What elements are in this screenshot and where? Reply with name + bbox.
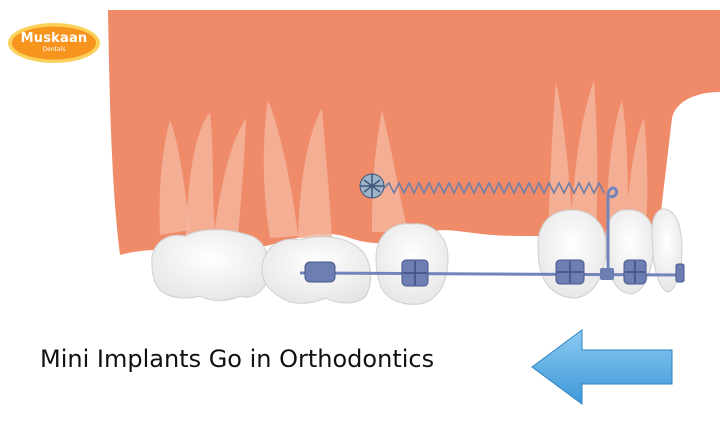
logo-brand-text: Muskaan [10, 31, 98, 46]
diagram-caption: Mini Implants Go in Orthodontics [40, 345, 434, 373]
logo-subtitle-text: Dentals [10, 46, 98, 53]
muskaan-logo: Muskaan Dentals [10, 26, 98, 60]
crimpable-stop [600, 268, 614, 280]
left-arrow-icon [532, 330, 672, 404]
mini-implant-screw-icon [360, 174, 384, 198]
